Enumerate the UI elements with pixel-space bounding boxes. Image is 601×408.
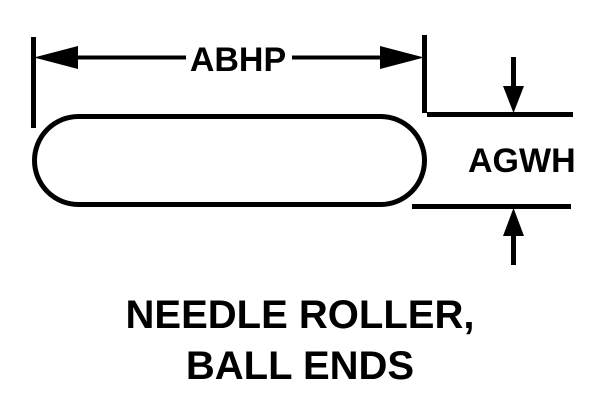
agwh-dimension-label: AGWH — [468, 142, 576, 180]
caption-line-2: BALL ENDS — [186, 344, 414, 388]
agwh-bottom-arrowhead-icon — [503, 208, 524, 236]
abhp-dimension-label: ABHP — [190, 41, 286, 79]
part-outline-stadium — [32, 114, 427, 207]
agwh-top-arrowhead-icon — [503, 86, 524, 113]
abhp-left-arrowhead-icon — [34, 46, 78, 69]
caption-line-1: NEEDLE ROLLER, — [126, 293, 475, 337]
abhp-right-arrowhead-icon — [380, 46, 424, 69]
